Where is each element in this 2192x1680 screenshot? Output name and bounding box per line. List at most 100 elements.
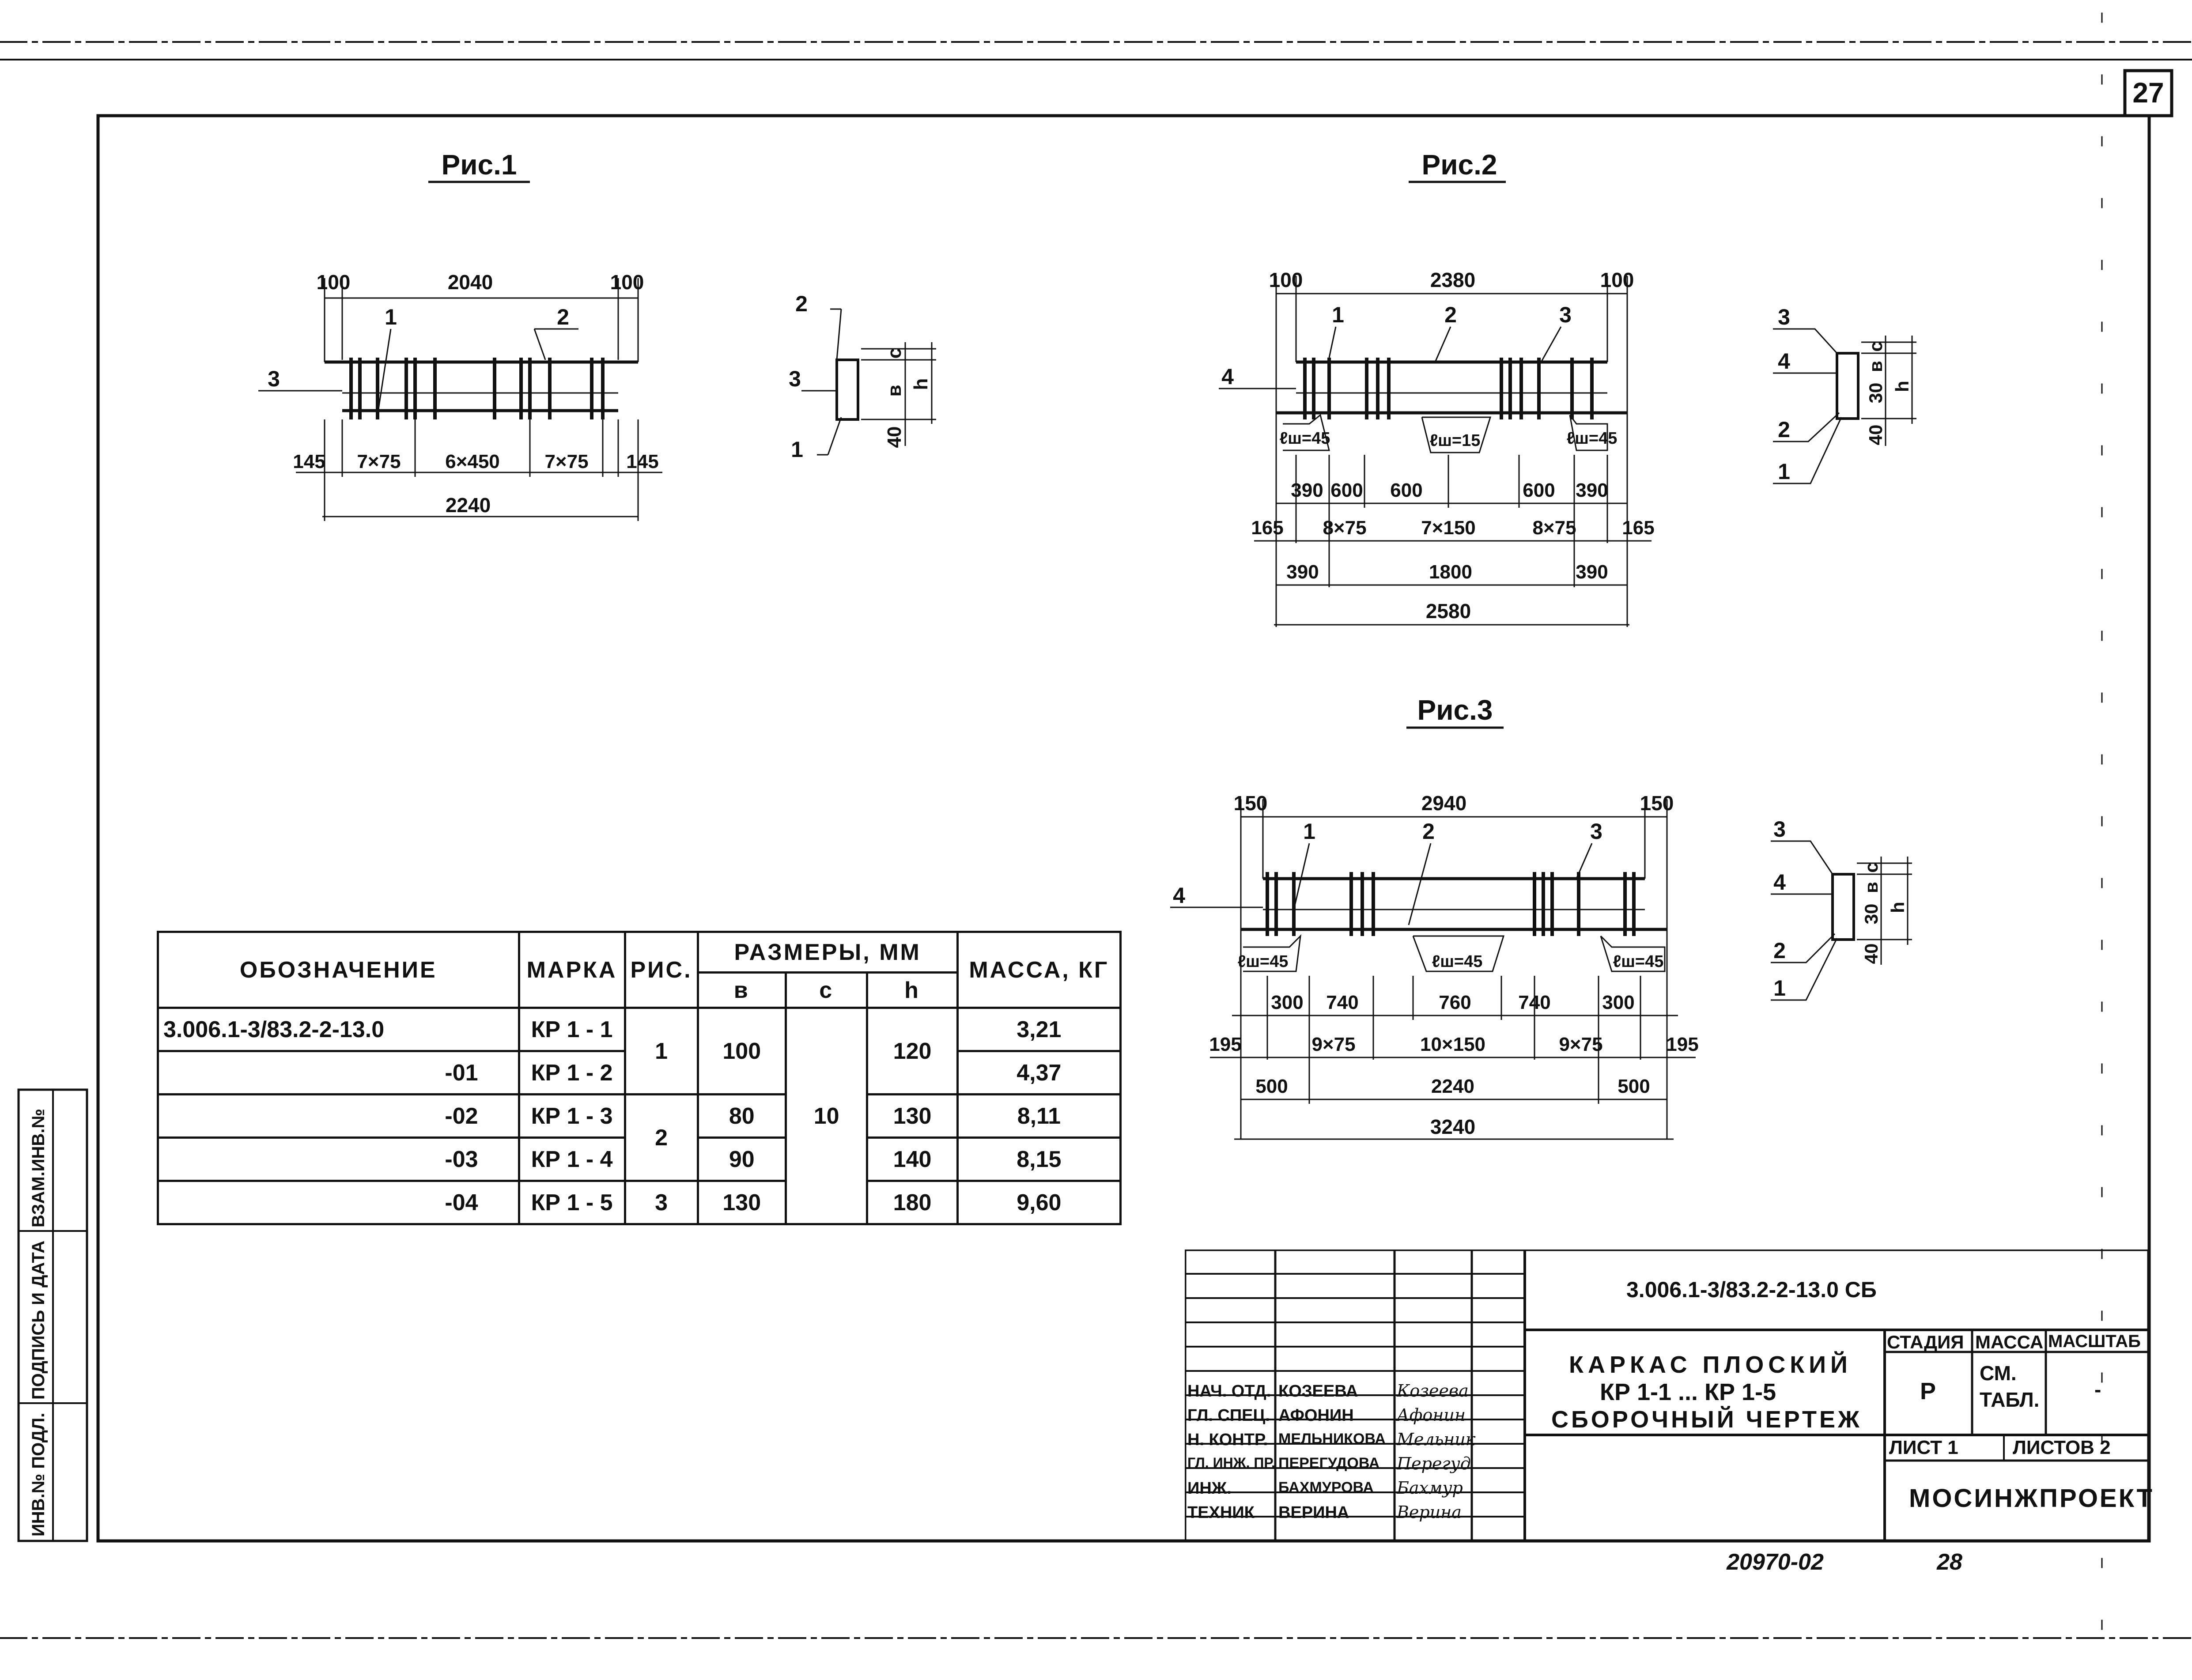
fig2-weld-right: ℓш=45 (1567, 429, 1618, 448)
stamp-role-3: ГЛ. ИНЖ. ПР. (1187, 1455, 1275, 1471)
fig2-sec-dim-h: h (1892, 381, 1912, 392)
spec-header-b: в (696, 971, 787, 1009)
spec-header-c: с (784, 971, 869, 1009)
spec-header-sizes: РАЗМЕРЫ, ММ (696, 931, 959, 974)
stamp-title-line3: СБОРОЧНЫЙ ЧЕРТЕЖ (1551, 1406, 1862, 1433)
fig3-row2-4: 195 (1666, 1034, 1698, 1055)
fig1-sec-leader-1: 1 (791, 437, 803, 462)
stamp-name-3: ПЕРЕГУДОВА (1278, 1455, 1380, 1472)
spec-cell-mark: КР 1 - 2 (518, 1050, 626, 1095)
fig2-row1-2: 600 (1390, 479, 1422, 501)
spec-cell-designation: -03 (157, 1136, 520, 1182)
fig3-sec-dim-30: 30 (1861, 904, 1882, 925)
stamp-role-1: ГЛ. СПЕЦ. (1187, 1406, 1270, 1425)
fig1-dim-bot-4: 145 (626, 451, 658, 472)
fig2-sec-leader-4: 4 (1778, 349, 1790, 374)
spec-header-fig: РИС. (624, 931, 699, 1009)
spec-table: ОБОЗНАЧЕНИЕ МАРКА РИС. РАЗМЕРЫ, ММ МАССА… (157, 931, 1122, 1225)
fig1-dim-top-left: 100 (317, 271, 351, 294)
fig3-dim-top-mid: 2940 (1421, 792, 1466, 815)
spec-cell-mass: 3,21 (956, 1007, 1122, 1052)
figure-1: Рис.1 (258, 149, 936, 521)
spec-cell-mark: КР 1 - 3 (518, 1093, 626, 1139)
stamp-doc-code: 3.006.1-3/83.2-2-13.0 СБ (1626, 1277, 1877, 1302)
table-row: -02 КР 1 - 3 2 80 130 8,11 (157, 1093, 1122, 1182)
figure-2: Рис.2 (1219, 149, 1916, 627)
stamp-name-4: БАХМУРОВА (1278, 1479, 1374, 1496)
fig2-row3-1: 1800 (1429, 561, 1472, 583)
spec-cell-b: 90 (696, 1136, 787, 1182)
fig3-sec-dim-40: 40 (1861, 944, 1882, 964)
stamp-sheets-label: ЛИСТОВ 2 (2013, 1437, 2111, 1458)
fig2-dim-top-mid: 2380 (1430, 268, 1475, 291)
fig1-sec-leader-2: 2 (795, 291, 808, 316)
stamp-name-2: МЕЛЬНИКОВА (1278, 1431, 1386, 1447)
fig1-sec-dim-h: h (910, 378, 932, 390)
fig2-row2-0: 165 (1251, 517, 1283, 539)
spec-cell-designation: -02 (157, 1093, 520, 1139)
fig1-dim-bot-3: 7×75 (544, 451, 588, 472)
stamp-role-4: ИНЖ. (1187, 1479, 1232, 1498)
stamp-signature-5: Верина (1397, 1503, 1462, 1522)
fig2-weld-left: ℓш=45 (1280, 429, 1330, 448)
fig1-sec-dim-b: в (884, 385, 905, 396)
fig3-leader-2: 2 (1422, 819, 1435, 844)
stamp-role-0: НАЧ. ОТД. (1187, 1382, 1271, 1401)
fig2-row1-4: 390 (1576, 479, 1608, 501)
spec-cell-mass: 9,60 (956, 1180, 1122, 1225)
fig3-row1-1: 740 (1326, 992, 1358, 1013)
spec-cell-mass: 8,15 (956, 1136, 1122, 1182)
stamp-signature-3: Перегуд (1397, 1454, 1471, 1473)
spec-cell-mark: КР 1 - 5 (518, 1180, 626, 1225)
spec-cell-h: 180 (866, 1180, 959, 1225)
fig2-sec-leader-2: 2 (1778, 417, 1790, 442)
fig3-row1-3: 740 (1518, 992, 1550, 1013)
spec-header-mass: МАССА, КГ (956, 931, 1122, 1009)
fig2-row1-3: 600 (1523, 479, 1555, 501)
stamp-name-0: КОЗЕЕВА (1278, 1382, 1358, 1401)
spec-cell-fig: 3 (624, 1180, 699, 1225)
stamp-scale-value: - (2094, 1378, 2101, 1401)
fig2-sec-dim-30: 30 (1865, 383, 1886, 404)
fig1-dim-top-mid: 2040 (448, 271, 493, 294)
fig3-row2-3: 9×75 (1559, 1034, 1602, 1055)
spec-cell-b: 80 (696, 1093, 787, 1139)
fig2-leader-2: 2 (1444, 302, 1457, 327)
stamp-name-5: ВЕРИНА (1278, 1503, 1349, 1522)
fig3-row2-2: 10×150 (1420, 1034, 1485, 1055)
spec-cell-h: 140 (866, 1136, 959, 1182)
fig2-sec-leader-1: 1 (1778, 459, 1790, 484)
fig2-sec-dim-c: c (1865, 341, 1886, 351)
spec-cell-mark: КР 1 - 4 (518, 1136, 626, 1182)
table-row: 3.006.1-3/83.2-2-13.0 КР 1 - 1 1 100 10 … (157, 1007, 1122, 1225)
fig3-dim-total: 3240 (1430, 1115, 1475, 1138)
stamp-signature-0: Козеева (1397, 1381, 1469, 1401)
spec-cell-h: 130 (866, 1093, 959, 1139)
fig3-sec-dim-h: h (1887, 902, 1908, 913)
title-block: НАЧ. ОТД. КОЗЕЕВА Козеева ГЛ. СПЕЦ. АФОН… (1185, 1250, 2152, 1541)
fig1-dim-top-right: 100 (610, 271, 644, 294)
fig1-leader-3: 3 (268, 366, 280, 391)
spec-header-h: h (866, 971, 959, 1009)
stamp-sheet-label: ЛИСТ 1 (1889, 1437, 1958, 1458)
stamp-signature-2: Мельник (1397, 1430, 1476, 1449)
fig1-dim-bot-2: 6×450 (445, 451, 500, 472)
fig3-row1-0: 300 (1271, 992, 1303, 1013)
table-row: -01 КР 1 - 2 4,37 (157, 1050, 1122, 1095)
spec-cell-b: 130 (696, 1180, 787, 1225)
stamp-stage-label: СТАДИЯ (1887, 1332, 1964, 1352)
spec-cell-designation: 3.006.1-3/83.2-2-13.0 (157, 1007, 520, 1052)
spec-cell-fig: 1 (624, 1007, 699, 1095)
fig1-title: Рис.1 (442, 149, 517, 181)
fig2-leader-4: 4 (1221, 364, 1234, 389)
fig1-dim-bot-0: 145 (293, 451, 325, 472)
fig3-weld-left: ℓш=45 (1238, 952, 1289, 971)
stamp-title-line2: КР 1-1 ... КР 1-5 (1600, 1379, 1776, 1405)
sheet-number: 27 (2132, 77, 2164, 109)
fig2-sec-dim-b: в (1865, 361, 1886, 372)
fig1-sec-dim-c: c (884, 348, 905, 359)
bottom-page: 28 (1936, 1549, 1962, 1575)
fig1-leader-2: 2 (557, 305, 569, 329)
table-row: -04 КР 1 - 5 3 130 180 9,60 (157, 1180, 1122, 1225)
